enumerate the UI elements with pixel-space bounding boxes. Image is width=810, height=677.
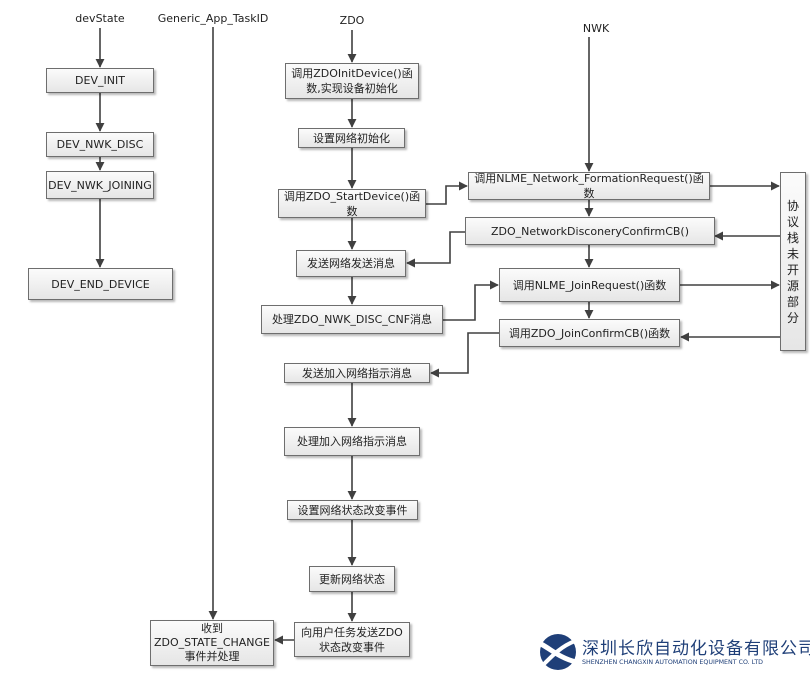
stack-char: 源 — [786, 278, 799, 293]
stack-char: 未 — [786, 246, 799, 261]
zdo-box-init-device: 调用ZDOInitDevice()函 数,实现设备初始化 — [285, 63, 419, 99]
zdo-box-network-init: 设置网络初始化 — [298, 128, 405, 148]
nwk-box-formation-request: 调用NLME_Network_FormationRequest()函数 — [468, 172, 710, 200]
nwk-box-join-request: 调用NLME_JoinRequest()函数 — [499, 268, 680, 302]
stack-box-closed-source: 协 议 栈 未 开 源 部 分 — [780, 172, 806, 351]
stack-char: 协 — [786, 198, 799, 213]
nwk-box-join-confirm-cb: 调用ZDO_JoinConfirmCB()函数 — [499, 319, 680, 347]
column-label-nwk: NWK — [582, 22, 610, 35]
column-label-devstate: devState — [75, 12, 125, 25]
zdo-box-send-join-indication: 发送加入网络指示消息 — [284, 363, 430, 383]
zdo-box-start-device: 调用ZDO_StartDevice()函数 — [278, 189, 426, 218]
logo-mark-icon — [539, 634, 577, 670]
column-label-taskid: Generic_App_TaskID — [157, 12, 269, 25]
zdo-box-set-state-change-event: 设置网络状态改变事件 — [287, 500, 418, 520]
company-logo: 深圳长欣自动化设备有限公司 SHENZHEN CHANGXIN AUTOMATI… — [538, 632, 810, 674]
state-box-dev-init: DEV_INIT — [46, 68, 154, 93]
stack-char: 部 — [786, 294, 799, 309]
stack-char: 分 — [786, 310, 799, 325]
logo-name-cn: 深圳长欣自动化设备有限公司 — [582, 639, 810, 659]
zdo-box-handle-join-indication: 处理加入网络指示消息 — [284, 427, 420, 456]
state-box-dev-nwk-joining: DEV_NWK_JOINING — [46, 171, 154, 199]
state-box-dev-end-device: DEV_END_DEVICE — [28, 268, 173, 300]
logo-name-en: SHENZHEN CHANGXIN AUTOMATION EQUIPMENT C… — [582, 659, 764, 666]
app-box-state-change: 收到 ZDO_STATE_CHANGE 事件并处理 — [150, 620, 274, 666]
zdo-box-handle-disc-cnf: 处理ZDO_NWK_DISC_CNF消息 — [261, 305, 443, 334]
zdo-box-send-state-change: 向用户任务发送ZDO 状态改变事件 — [294, 622, 410, 657]
zdo-box-update-network-state: 更新网络状态 — [309, 566, 395, 592]
stack-char: 栈 — [786, 230, 799, 245]
stack-char: 开 — [786, 262, 799, 277]
state-box-dev-nwk-disc: DEV_NWK_DISC — [46, 132, 154, 157]
stack-char: 议 — [786, 214, 799, 229]
column-label-zdo: ZDO — [339, 14, 365, 27]
nwk-box-discovery-confirm-cb: ZDO_NetworkDisconeryConfirmCB() — [465, 217, 715, 245]
zdo-box-send-network-msg: 发送网络发送消息 — [296, 250, 406, 277]
